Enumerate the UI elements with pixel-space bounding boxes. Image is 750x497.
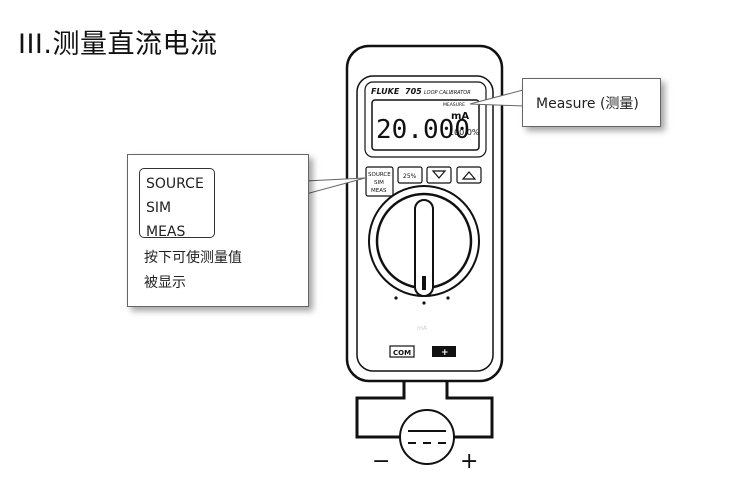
measure-callout: Measure (测量) bbox=[522, 78, 661, 127]
measure-callout-text: Measure (测量) bbox=[536, 95, 639, 112]
brand-logo: FLUKE bbox=[371, 87, 400, 96]
page-title: III.测量直流电流 bbox=[18, 29, 218, 60]
mode-button-source: SOURCE bbox=[368, 172, 391, 178]
display-unit: mA bbox=[451, 111, 469, 122]
up-arrow-icon bbox=[461, 171, 477, 180]
label-sim: SIM bbox=[146, 200, 172, 216]
mode-button-labels: SOURCE SIM MEAS bbox=[139, 168, 215, 240]
meter-subtitle: LOOP CALIBRATOR bbox=[424, 90, 471, 96]
com-terminal[interactable]: COM bbox=[389, 345, 415, 358]
label-source: SOURCE bbox=[146, 176, 204, 192]
display-percent: 100.0% bbox=[449, 128, 480, 137]
mode-button-callout: SOURCE SIM MEAS 按下可使测量值 被显示 bbox=[127, 154, 309, 307]
knob-mode-ma: mA bbox=[417, 325, 428, 332]
dc-current-source-icon bbox=[399, 409, 455, 465]
label-meas: MEAS bbox=[146, 224, 186, 240]
mode-button-meas: MEAS bbox=[371, 188, 387, 194]
plus-terminal-label: + bbox=[441, 348, 449, 358]
down-button[interactable] bbox=[426, 166, 452, 184]
knob-position-dots bbox=[394, 296, 450, 305]
percent-button[interactable]: 25% bbox=[397, 166, 423, 184]
com-terminal-label: COM bbox=[393, 349, 411, 357]
callout-description-line-2: 被显示 bbox=[144, 275, 186, 291]
minus-sign: − bbox=[372, 449, 390, 474]
up-button[interactable] bbox=[456, 166, 482, 184]
mode-button-sim: SIM bbox=[374, 180, 384, 186]
callout-description-line-1: 按下可使测量值 bbox=[144, 250, 242, 266]
percent-button-label: 25% bbox=[403, 173, 417, 180]
mode-button[interactable]: SOURCE SIM MEAS bbox=[365, 166, 394, 197]
down-arrow-icon bbox=[431, 170, 447, 179]
plus-terminal[interactable]: + bbox=[432, 346, 456, 358]
rotary-knob[interactable] bbox=[368, 185, 480, 297]
model-number: 705 bbox=[405, 87, 422, 96]
display-mode-indicator: MEASURE bbox=[443, 102, 465, 108]
plus-sign: + bbox=[460, 449, 478, 474]
display-value: 20.000 bbox=[376, 115, 470, 145]
circuit-wiring bbox=[355, 372, 494, 439]
